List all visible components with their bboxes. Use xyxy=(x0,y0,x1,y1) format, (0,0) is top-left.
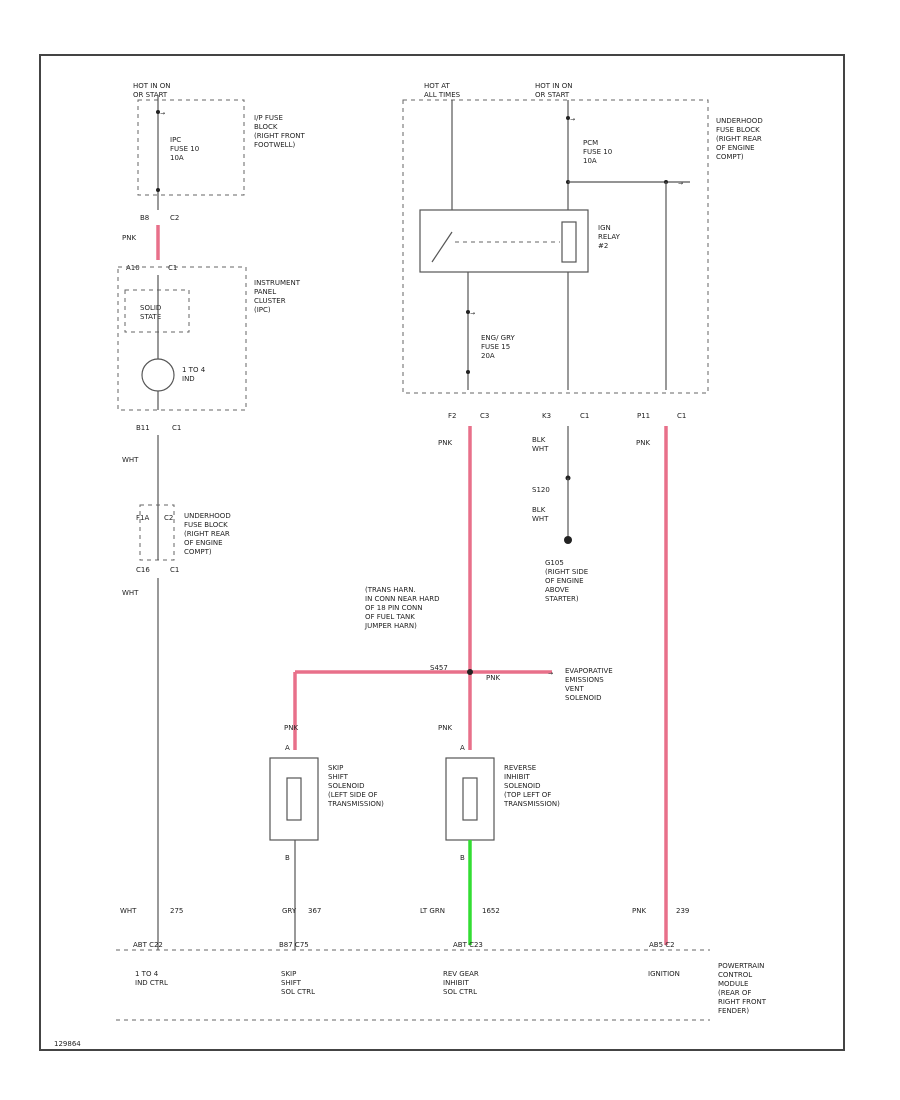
diagram-code: 129864 xyxy=(54,1040,81,1048)
underhood-fuse-block-box xyxy=(402,99,709,394)
splice-s120-label: S120 xyxy=(532,486,550,494)
bottom-wire-circuit-1: 275 xyxy=(170,907,183,915)
pcm-pin-1: ABT C22 xyxy=(133,941,163,949)
pcm-pin-3: ABT C23 xyxy=(453,941,483,949)
conn-f1a: F1A xyxy=(136,514,149,522)
pcm-fuse-terminal-top xyxy=(566,116,570,120)
ip-fuse-arrow-icon: → xyxy=(160,110,165,117)
wire-pnk-left: PNK xyxy=(122,234,136,242)
conn-c16: C16 xyxy=(136,566,150,574)
conn-c1-c16: C1 xyxy=(170,566,179,574)
bottom-wire-circuit-2: 367 xyxy=(308,907,321,915)
bottom-wire-color-3: LT GRN xyxy=(420,907,445,915)
relay-switch-contact xyxy=(431,231,453,263)
ip-fuse-terminal-top xyxy=(156,110,160,114)
conn-c2-left: C2 xyxy=(170,214,179,222)
rev-pin-a: B xyxy=(460,854,465,862)
bottom-wire-circuit-3: 1652 xyxy=(482,907,500,915)
pcm-pin-4: AB5 C2 xyxy=(649,941,675,949)
rev-pin-b: A xyxy=(460,744,465,752)
ip-fuse-terminal-bottom xyxy=(156,188,160,192)
evap-arrow-icon: → xyxy=(548,670,553,677)
skip-pin-b: A xyxy=(285,744,290,752)
underhood-left-box xyxy=(139,504,175,561)
conn-c1-cluster: C1 xyxy=(168,264,177,272)
splice-s457-label: S457 xyxy=(430,664,448,672)
conn-p11: P11 xyxy=(637,412,650,420)
ignition-branch-arrow-icon: → xyxy=(678,180,683,187)
conn-c3: C3 xyxy=(480,412,489,420)
skip-wire-label: PNK xyxy=(284,724,298,732)
skip-pin-a: B xyxy=(285,854,290,862)
wire-pnk-ignition: PNK xyxy=(636,439,650,447)
conn-f2: F2 xyxy=(448,412,456,420)
pcm-pin-2: B87 C75 xyxy=(279,941,309,949)
bottom-wire-color-2: GRY xyxy=(282,907,297,915)
ip-fuse-block-box xyxy=(137,99,245,196)
pcm-function-4: IGNITION xyxy=(648,970,680,978)
skip-shift-coil xyxy=(286,777,302,821)
bottom-wire-color-4: PNK xyxy=(632,907,646,915)
wire-wht-2: WHT xyxy=(122,589,139,597)
wire-pnk-main: PNK xyxy=(438,439,452,447)
wire-pnk-evap: PNK xyxy=(486,674,500,682)
cluster-box xyxy=(117,266,247,411)
bottom-wire-color-1: WHT xyxy=(120,907,137,915)
conn-c1-p11: C1 xyxy=(677,412,686,420)
conn-b8: B8 xyxy=(140,214,149,222)
ground-g105-icon xyxy=(564,536,572,544)
wire-wht-1: WHT xyxy=(122,456,139,464)
evap-fuse-arrow-icon: → xyxy=(470,310,475,317)
conn-c1-k3: C1 xyxy=(580,412,589,420)
pcm-fuse-arrow-icon: → xyxy=(570,116,575,123)
reverse-inhibit-coil xyxy=(462,777,478,821)
indicator-lamp-icon xyxy=(141,358,175,392)
bottom-wire-circuit-4: 239 xyxy=(676,907,689,915)
conn-a10: A10 xyxy=(126,264,140,272)
evap-fuse-terminal-top xyxy=(466,310,470,314)
diagram-frame xyxy=(39,54,845,1051)
conn-b11: B11 xyxy=(136,424,150,432)
conn-c2-f1a: C2 xyxy=(164,514,173,522)
splice-s457-dot xyxy=(467,669,473,675)
evap-fuse-terminal-bottom xyxy=(466,370,470,374)
relay-coil xyxy=(561,221,577,263)
rev-wire-label: PNK xyxy=(438,724,452,732)
solid-state-box xyxy=(124,289,190,333)
conn-k3: K3 xyxy=(542,412,551,420)
ign-relay-body xyxy=(419,209,589,273)
conn-c1-b11: C1 xyxy=(172,424,181,432)
